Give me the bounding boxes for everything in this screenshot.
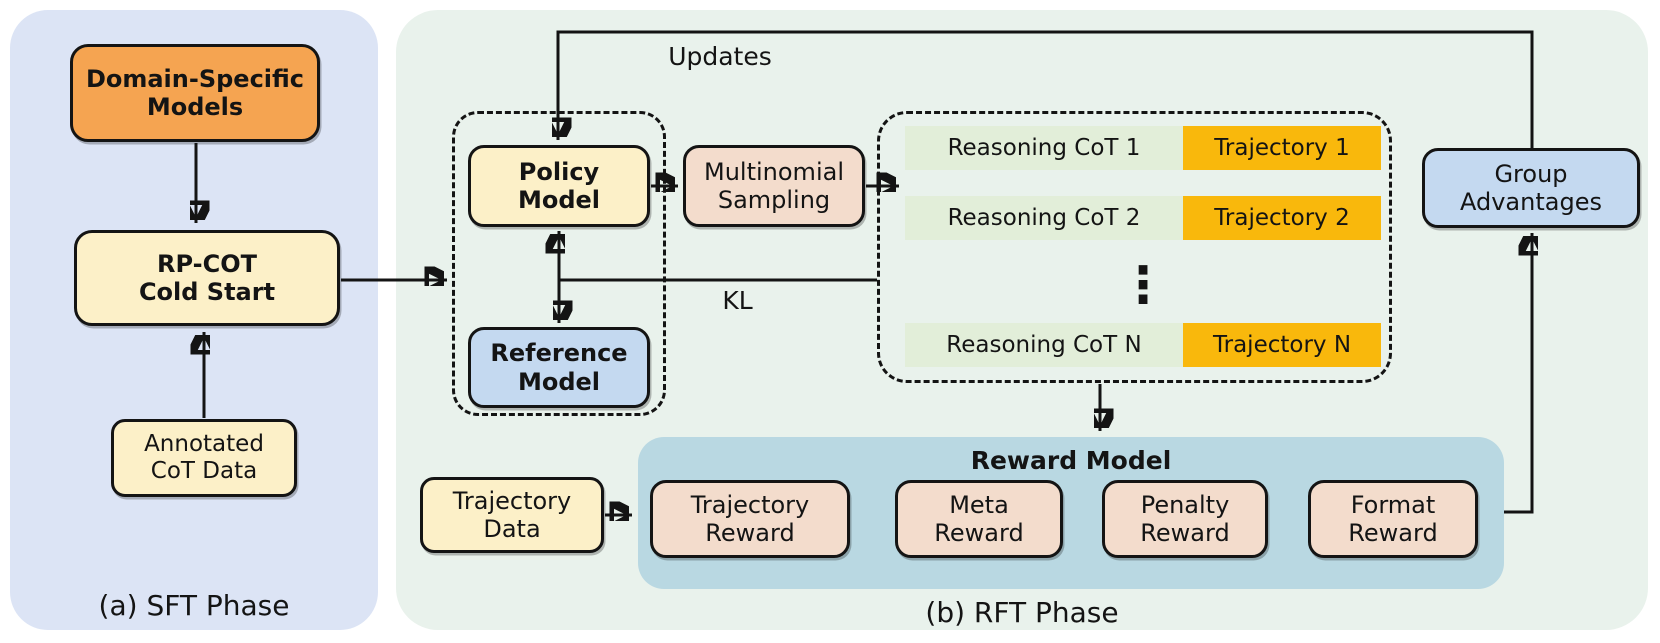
reasoning-cot-n-cell: Reasoning CoT N (905, 323, 1183, 367)
domain-specific-models-box: Domain-Specific Models (70, 44, 320, 142)
rows-ellipsis: ⋮ (1118, 256, 1168, 314)
updates-label: Updates (668, 42, 772, 71)
penalty-reward-box: Penalty Reward (1102, 480, 1268, 558)
trajectory-data-box: Trajectory Data (420, 477, 604, 553)
meta-reward-box: Meta Reward (895, 480, 1063, 558)
trajectory-2-cell: Trajectory 2 (1183, 196, 1381, 240)
trajectory-row-1: Reasoning CoT 1 Trajectory 1 (905, 126, 1381, 170)
domain-specific-models-label-line1: Domain-Specific (85, 64, 305, 93)
reward-model-title: Reward Model (970, 446, 1172, 475)
format-reward-label-line2: Reward (1348, 519, 1438, 547)
reference-model-label-line1: Reference (490, 339, 628, 368)
trajectory-reward-box: Trajectory Reward (650, 480, 850, 558)
trajectory-reward-label-line1: Trajectory (690, 490, 810, 519)
annotated-cot-label-line2: CoT Data (150, 458, 258, 484)
domain-specific-models-label-line2: Models (146, 93, 244, 121)
meta-reward-label-line2: Reward (934, 519, 1024, 547)
policy-model-box: Policy Model (468, 145, 650, 227)
policy-model-label-line1: Policy (518, 157, 600, 186)
rp-cot-label-line2: Cold Start (138, 278, 276, 306)
format-reward-box: Format Reward (1308, 480, 1478, 558)
annotated-cot-label-line1: Annotated (144, 430, 264, 457)
rp-cot-label-line1: RP-COT (157, 249, 257, 278)
annotated-cot-data-box: Annotated CoT Data (111, 419, 297, 497)
reasoning-cot-2-cell: Reasoning CoT 2 (905, 196, 1183, 240)
trajectory-1-cell: Trajectory 1 (1183, 126, 1381, 170)
reference-model-box: Reference Model (468, 327, 650, 408)
policy-model-label-line2: Model (517, 186, 601, 214)
multinomial-label-line1: Multinomial (704, 157, 844, 186)
rp-cot-cold-start-box: RP-COT Cold Start (74, 230, 340, 326)
trajectory-reward-label-line2: Reward (705, 519, 795, 547)
reference-model-label-line2: Model (517, 367, 601, 396)
multinomial-label-line2: Sampling (717, 186, 831, 214)
group-advantages-box: Group Advantages (1422, 148, 1640, 228)
trajectory-data-label-line2: Data (483, 515, 541, 543)
penalty-reward-label-line2: Reward (1140, 519, 1230, 547)
kl-label: KL (722, 286, 753, 315)
trajectory-row-n: Reasoning CoT N Trajectory N (905, 323, 1381, 367)
group-advantages-label-line2: Advantages (1460, 188, 1602, 216)
group-advantages-label-line1: Group (1494, 159, 1568, 188)
penalty-reward-label-line1: Penalty (1140, 490, 1230, 519)
trajectory-n-cell: Trajectory N (1183, 323, 1381, 367)
multinomial-sampling-box: Multinomial Sampling (683, 145, 865, 227)
rft-phase-label: (b) RFT Phase (925, 596, 1119, 629)
meta-reward-label-line1: Meta (949, 490, 1009, 519)
trajectory-row-2: Reasoning CoT 2 Trajectory 2 (905, 196, 1381, 240)
reasoning-cot-1-cell: Reasoning CoT 1 (905, 126, 1183, 170)
sft-phase-label: (a) SFT Phase (98, 589, 290, 622)
trajectory-data-label-line1: Trajectory (452, 486, 572, 515)
format-reward-label-line1: Format (1350, 490, 1436, 519)
